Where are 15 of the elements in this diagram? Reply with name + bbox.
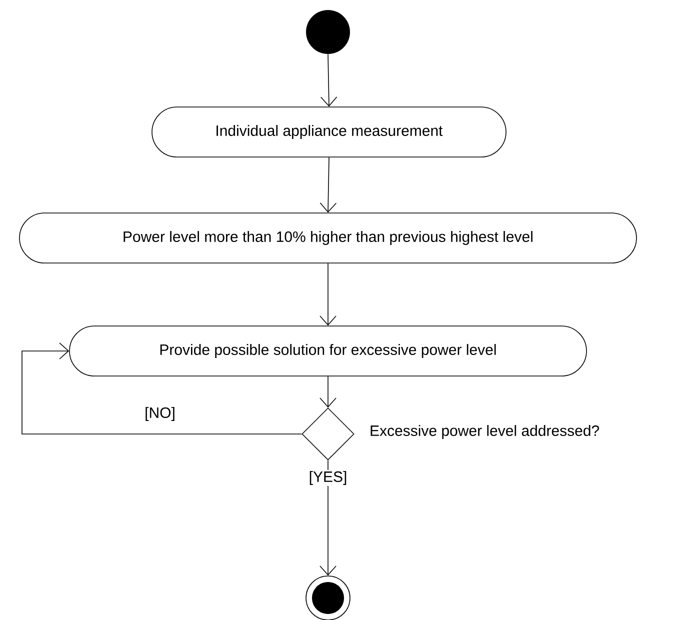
activity-box: Individual appliance measurement [152,106,506,158]
activity-box: Power level more than 10% higher than previous highest level [19,212,637,264]
arrow [320,460,336,576]
decision-label: Excessive power level addressed? [370,425,600,439]
arrow [320,54,338,107]
initial-node [306,10,350,54]
arrow [320,156,337,213]
arrow [22,342,302,434]
edge-label: [NO] [146,407,174,421]
decision-diamond [302,408,354,460]
arrow [320,376,336,408]
arrow [320,262,336,326]
final-node [306,576,350,620]
edge-label: [YES] [310,471,346,485]
activity-box: Provide possible solution for excessive power level [69,326,587,376]
